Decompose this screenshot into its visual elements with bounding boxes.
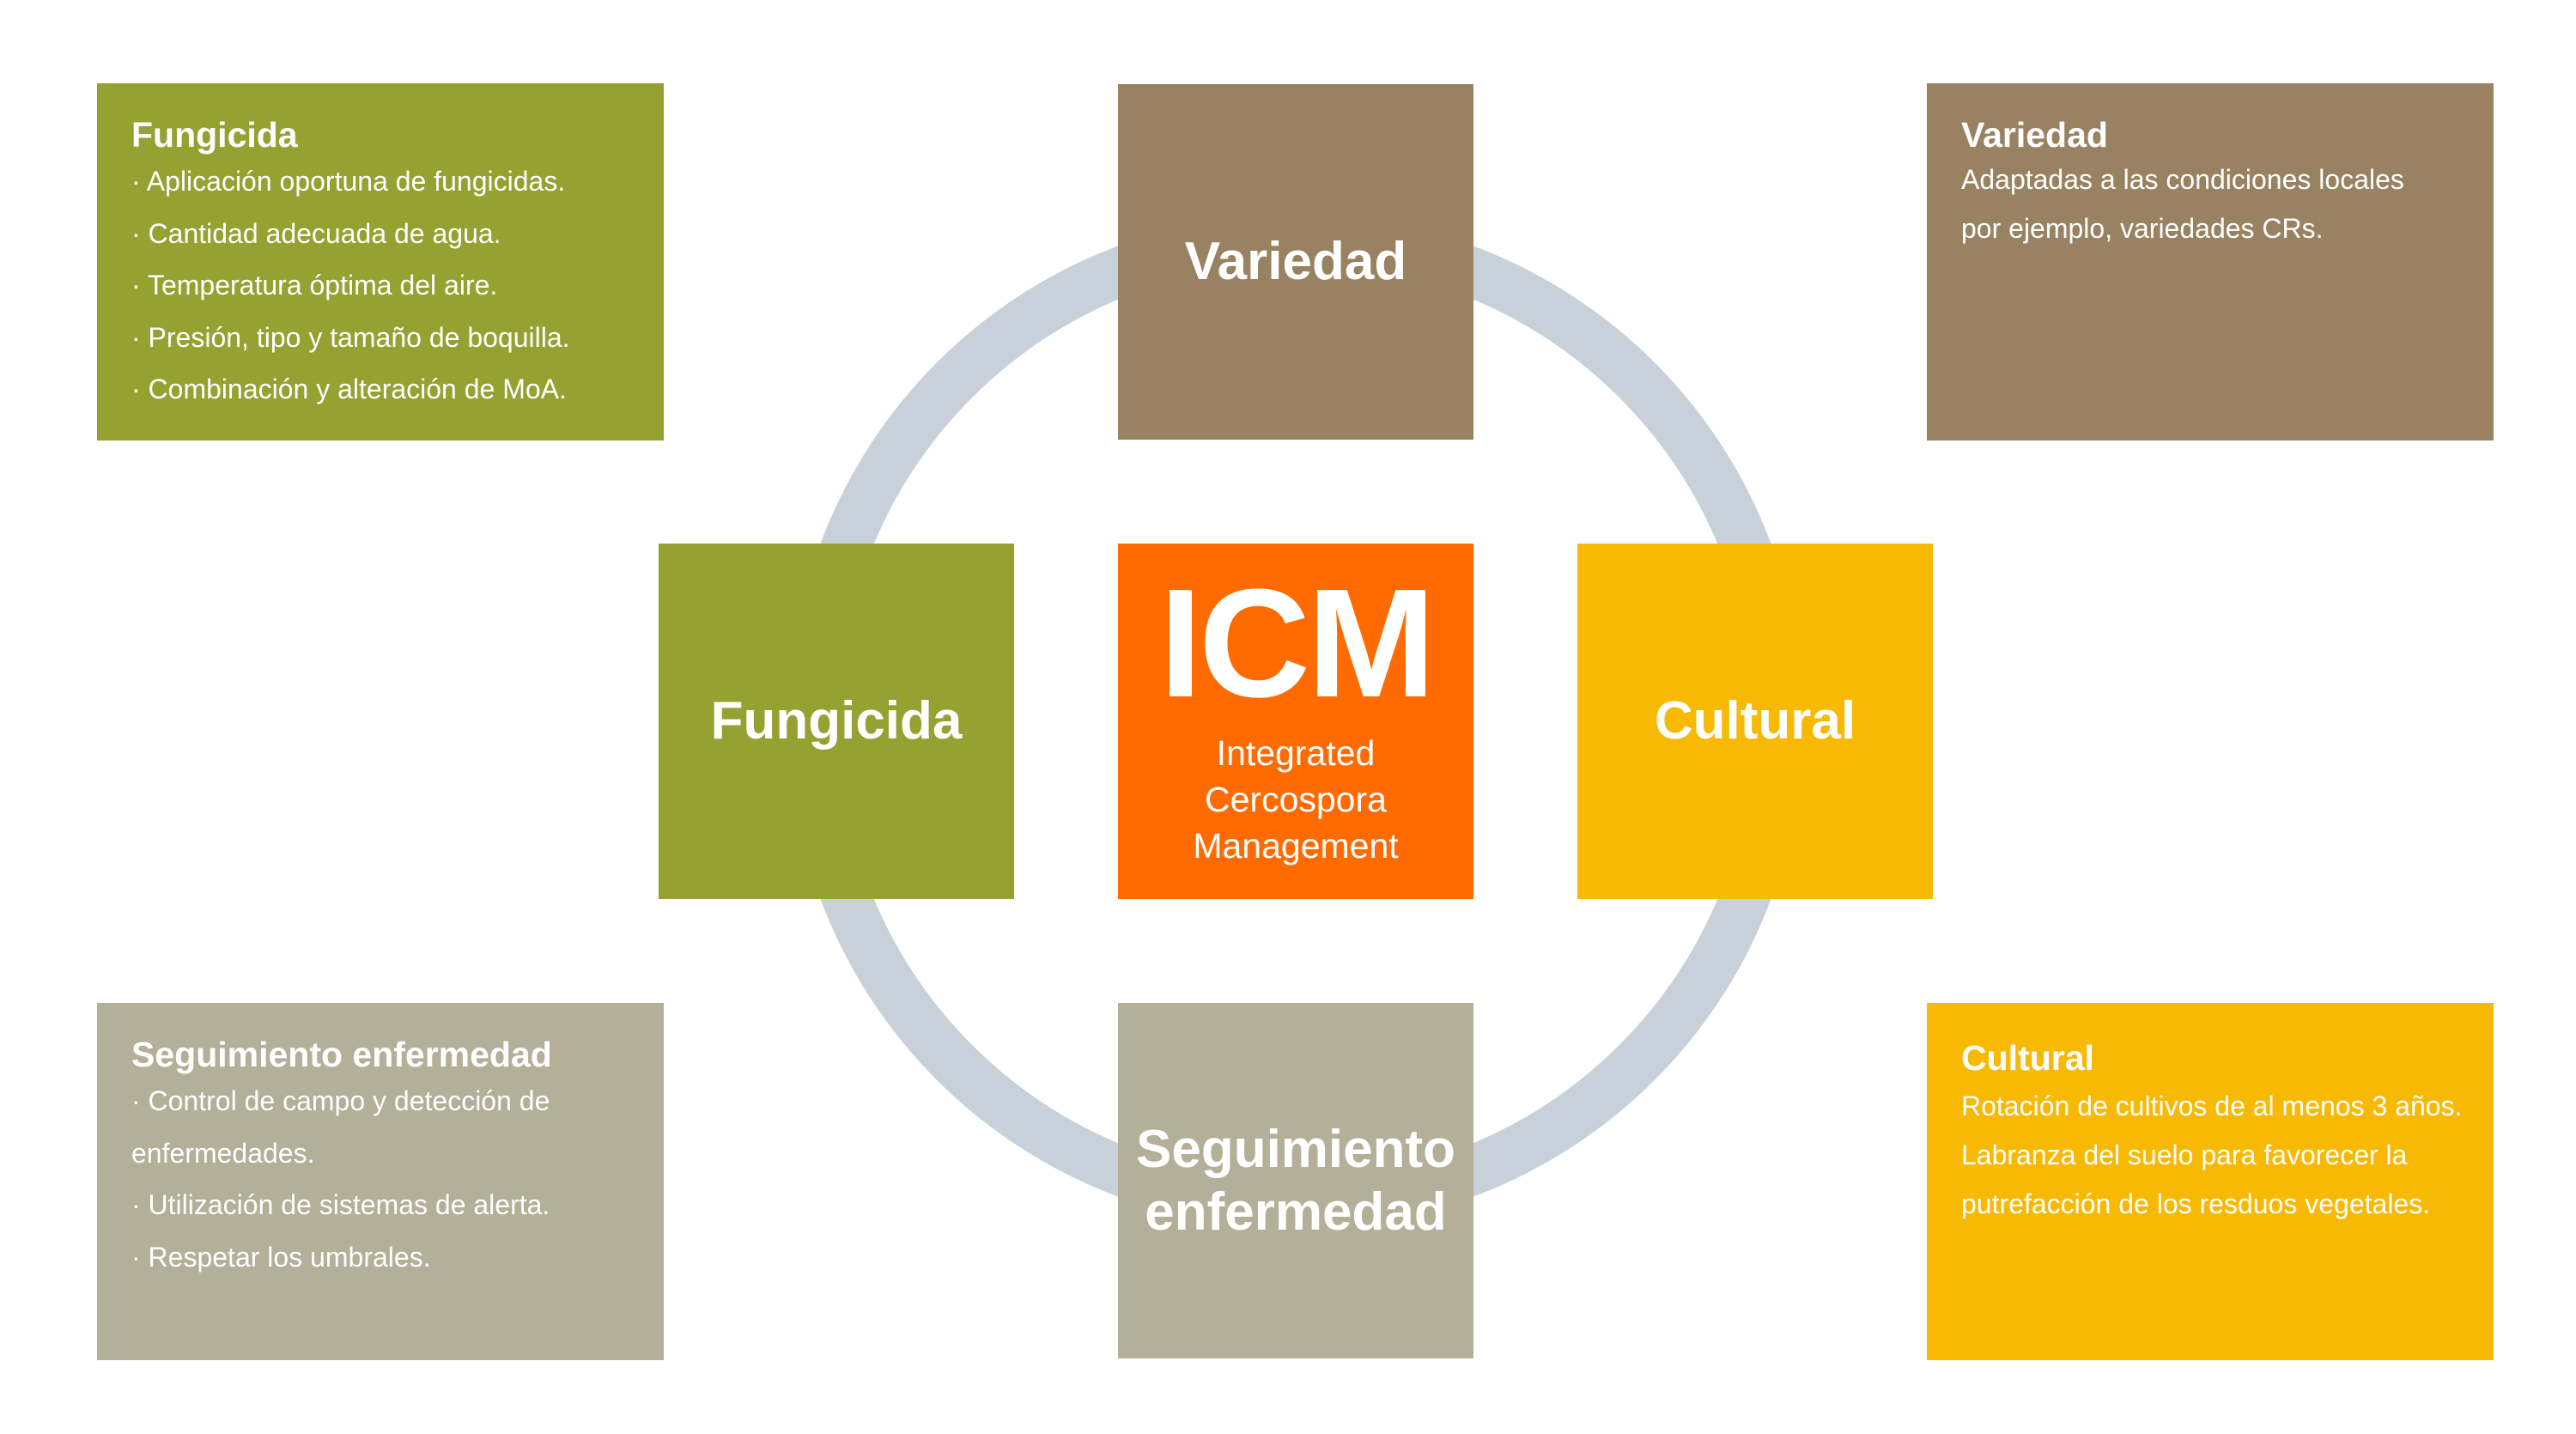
- panel-cultural: Cultural Rotación de cultivos de al meno…: [1927, 1003, 2494, 1360]
- panel-fungicida-item: · Combinación y alteración de MoA.: [131, 374, 567, 404]
- panel-seguimiento-item: · Utilización de sistemas de alerta.: [131, 1189, 550, 1220]
- panel-fungicida-title: Fungicida: [131, 115, 298, 155]
- tile-fungicida: Fungicida: [659, 544, 1014, 899]
- panel-fungicida-item: · Cantidad adecuada de agua.: [131, 217, 501, 249]
- tile-cultural: Cultural: [1577, 544, 1933, 899]
- panel-fungicida-item: · Aplicación oportuna de fungicidas.: [131, 166, 566, 197]
- tile-seguimiento-line: Seguimiento: [1135, 1119, 1456, 1179]
- tile-variedad-label: Variedad: [1184, 232, 1407, 292]
- icm-subtitle-line: Integrated: [1216, 733, 1376, 773]
- tile-fungicida-label: Fungicida: [710, 691, 963, 751]
- icm-subtitle-line: Cercospora: [1205, 780, 1387, 819]
- panel-variedad-line: por ejemplo, variedades CRs.: [1961, 213, 2324, 244]
- panel-cultural-line: Rotación de cultivos de al menos 3 años.: [1961, 1091, 2463, 1121]
- tile-variedad: Variedad: [1118, 84, 1473, 440]
- panel-fungicida-item: · Temperatura óptima del aire.: [131, 270, 498, 301]
- panel-seguimiento: Seguimiento enfermedad · Control de camp…: [97, 1003, 664, 1360]
- icm-title: ICM: [1159, 557, 1436, 730]
- panel-seguimiento-item: enfermedades.: [131, 1137, 315, 1169]
- tile-icm-center: ICM Integrated Cercospora Management: [1118, 544, 1473, 899]
- icm-subtitle-line: Management: [1193, 826, 1399, 866]
- panel-variedad-title: Variedad: [1961, 115, 2108, 155]
- panel-variedad: Variedad Adaptadas a las condiciones loc…: [1927, 83, 2494, 441]
- panel-seguimiento-title: Seguimiento enfermedad: [131, 1035, 552, 1074]
- tile-seguimiento-label: Seguimiento enfermedad: [1136, 1118, 1455, 1243]
- tile-seguimiento-line: enfermedad: [1145, 1182, 1447, 1242]
- tile-seguimiento: Seguimiento enfermedad: [1118, 1003, 1473, 1358]
- panel-cultural-line: Labranza del suelo para favorecer la: [1961, 1139, 2408, 1170]
- panel-seguimiento-item: · Control de campo y detección de: [131, 1085, 550, 1116]
- panel-cultural-line: putrefacción de los resduos vegetales.: [1961, 1188, 2431, 1219]
- panel-seguimiento-item: · Respetar los umbrales.: [131, 1241, 431, 1273]
- panel-variedad-line: Adaptadas a las condiciones locales: [1961, 164, 2404, 195]
- panel-fungicida: Fungicida · Aplicación oportuna de fungi…: [97, 83, 664, 441]
- panel-fungicida-item: · Presión, tipo y tamaño de boquilla.: [131, 321, 570, 353]
- tile-cultural-label: Cultural: [1654, 691, 1856, 751]
- icm-subtitle: Integrated Cercospora Management: [1193, 730, 1398, 869]
- panel-cultural-title: Cultural: [1961, 1038, 2094, 1078]
